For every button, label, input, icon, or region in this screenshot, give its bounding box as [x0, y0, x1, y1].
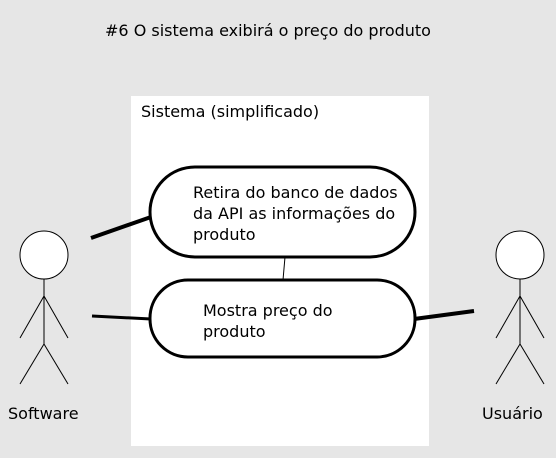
actor-usuario-head [495, 230, 545, 280]
actor-software-leg-left [19, 343, 45, 385]
system-label: Sistema (simplificado) [141, 102, 320, 121]
actor-usuario-figure[interactable] [495, 230, 545, 385]
usecase-retrieve-shape[interactable] [148, 165, 417, 259]
system-boundary [131, 96, 429, 446]
usecase-show-price-label: Mostra preço do produto [203, 301, 333, 341]
association-usuario-show [413, 309, 475, 321]
actor-software-leg-right [43, 343, 69, 385]
actor-usuario-arm-right [519, 295, 545, 339]
usecase-retrieve-label: Retira do banco de dados da API as infor… [193, 183, 398, 244]
association-software-show [91, 314, 152, 321]
actor-usuario-arm-left [495, 295, 521, 339]
actor-usuario-label: Usuário [482, 404, 543, 423]
actor-software-figure[interactable] [19, 230, 69, 385]
diagram-title: #6 O sistema exibirá o preço do produto [105, 21, 431, 40]
usecase-link [282, 256, 286, 281]
association-software-retrieve [90, 215, 152, 240]
actor-software-arm-right [43, 295, 69, 339]
actor-usuario-leg-right [519, 343, 545, 385]
actor-software-arm-left [19, 295, 45, 339]
actor-usuario-leg-left [495, 343, 521, 385]
actor-software-label: Software [8, 404, 79, 423]
actor-software-head [19, 230, 69, 280]
